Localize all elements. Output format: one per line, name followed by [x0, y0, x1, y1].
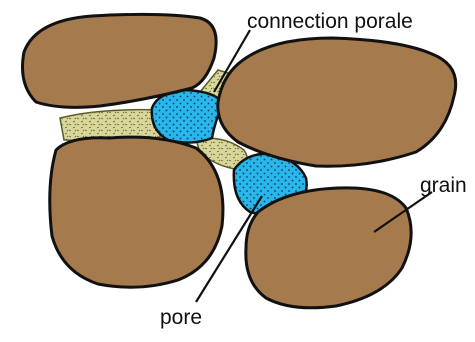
grain-top-right: [218, 38, 456, 166]
connection-porale-label: connection porale: [247, 10, 413, 33]
pore-label: pore: [160, 306, 202, 329]
grain-middle-left: [50, 137, 223, 287]
pore-upper-dots: [152, 90, 222, 143]
grain-bottom-right: [246, 188, 411, 308]
grain-label: grain: [420, 174, 467, 197]
